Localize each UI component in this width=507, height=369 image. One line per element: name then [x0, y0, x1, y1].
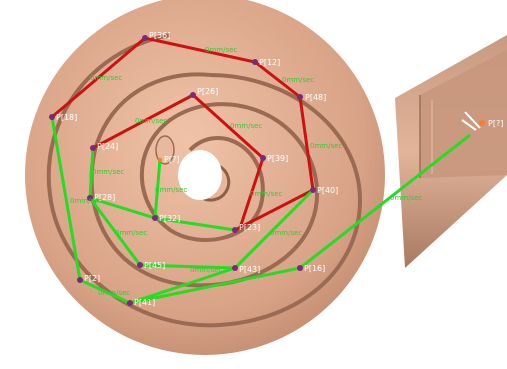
svg-text:P[26]: P[26] — [197, 87, 218, 96]
svg-text:P[24]: P[24] — [97, 142, 118, 151]
svg-text:P[45]: P[45] — [144, 261, 165, 270]
svg-text:0mm/sec: 0mm/sec — [282, 76, 314, 84]
svg-text:0mm/sec: 0mm/sec — [90, 74, 122, 82]
svg-text:0mm/sec: 0mm/sec — [230, 122, 262, 130]
point-p28: P[28] — [87, 193, 115, 202]
svg-text:0mm/sec: 0mm/sec — [70, 197, 102, 205]
svg-text:P[39]: P[39] — [267, 154, 288, 163]
point-p12: P[12] — [252, 58, 280, 67]
point-center: P[?] — [158, 155, 179, 164]
svg-text:0mm/sec: 0mm/sec — [310, 142, 342, 150]
point-p39: P[39] — [260, 154, 288, 163]
svg-text:P[18]: P[18] — [56, 113, 77, 122]
svg-text:P[2]: P[2] — [84, 274, 100, 283]
point-p18: P[18] — [49, 113, 77, 122]
point-p24: P[24] — [90, 142, 118, 151]
svg-text:P[23]: P[23] — [239, 223, 260, 232]
point-p32: P[32] — [152, 214, 180, 223]
point-markers[interactable]: P[36] P[12] P[48] P[18] P[26] P[24] P[39… — [49, 31, 338, 307]
svg-text:P[32]: P[32] — [159, 214, 180, 223]
svg-text:P[?]: P[?] — [164, 155, 179, 164]
svg-text:0mm/sec: 0mm/sec — [390, 194, 422, 202]
point-p48: P[48] — [297, 93, 326, 102]
point-p26: P[26] — [190, 87, 218, 98]
svg-text:0mm/sec: 0mm/sec — [190, 266, 222, 274]
svg-text:0mm/sec: 0mm/sec — [92, 168, 124, 176]
point-p41: P[41] — [127, 298, 155, 307]
point-p36: P[36] — [142, 31, 170, 41]
svg-text:P[41]: P[41] — [134, 298, 155, 307]
svg-text:0mm/sec: 0mm/sec — [155, 186, 187, 194]
segment-labels: 0mm/sec 0mm/sec 0mm/sec 0mm/sec 0mm/sec … — [70, 46, 422, 297]
svg-text:0mm/sec: 0mm/sec — [250, 190, 282, 198]
point-p16: P[16] — [297, 264, 325, 273]
svg-text:P[28]: P[28] — [94, 193, 115, 202]
endpoint-marker[interactable]: P[?] — [461, 111, 503, 131]
point-p43: P[43] — [232, 265, 260, 274]
svg-text:P[43]: P[43] — [239, 265, 260, 274]
point-label-right: P[?] — [488, 119, 503, 128]
spiral-body — [25, 0, 385, 355]
svg-text:P[48]: P[48] — [305, 93, 326, 102]
svg-text:P[16]: P[16] — [304, 264, 325, 273]
point-p45: P[45] — [137, 261, 165, 270]
svg-text:P[36]: P[36] — [149, 31, 170, 40]
point-p2: P[2] — [77, 274, 100, 283]
svg-text:0mm/sec: 0mm/sec — [115, 229, 147, 237]
svg-text:0mm/sec: 0mm/sec — [270, 229, 302, 237]
svg-text:0mm/sec: 0mm/sec — [98, 289, 130, 297]
svg-text:P[12]: P[12] — [259, 58, 280, 67]
svg-text:P[40]: P[40] — [317, 186, 338, 195]
svg-text:0mm/sec: 0mm/sec — [205, 46, 237, 54]
point-p23: P[23] — [232, 223, 260, 233]
point-p40: P[40] — [310, 186, 338, 195]
svg-text:0mm/sec: 0mm/sec — [135, 117, 167, 125]
